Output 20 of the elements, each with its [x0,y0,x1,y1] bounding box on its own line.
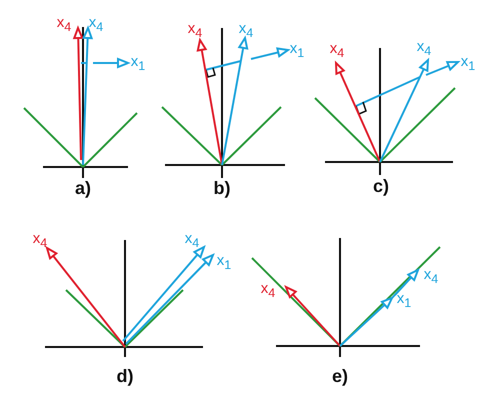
panel-label: b) [214,179,230,197]
axis-label: x$_{4}$ [188,20,202,40]
axis-label: x$_{4}$ [88,14,104,34]
axis-label: x$_{4}$ [238,20,254,40]
panel-label: e) [332,367,348,385]
axis-label: x$_{4}$ [32,230,48,250]
axis-label: x$_{4}$ [424,266,438,286]
panel-label: a) [75,179,91,197]
axis-label: x$_{4}$ [416,38,432,58]
axis-label: x$_{1}$ [130,54,146,72]
panel-label: d) [116,367,134,385]
axis-label: x$_{4}$ [260,280,276,300]
axis-label: x$_{1}$ [290,40,304,60]
panel-label: c) [373,177,389,195]
axis-label: x$_{4}$ [330,40,344,60]
axis-label: x$_{1}$ [460,54,476,72]
axis-label: x$_{1}$ [216,252,232,272]
axis-label: x$_{1}$ [396,290,412,310]
axis-label: x$_{4}$ [184,230,200,250]
axis-label: x$_{4}$ [56,14,72,34]
